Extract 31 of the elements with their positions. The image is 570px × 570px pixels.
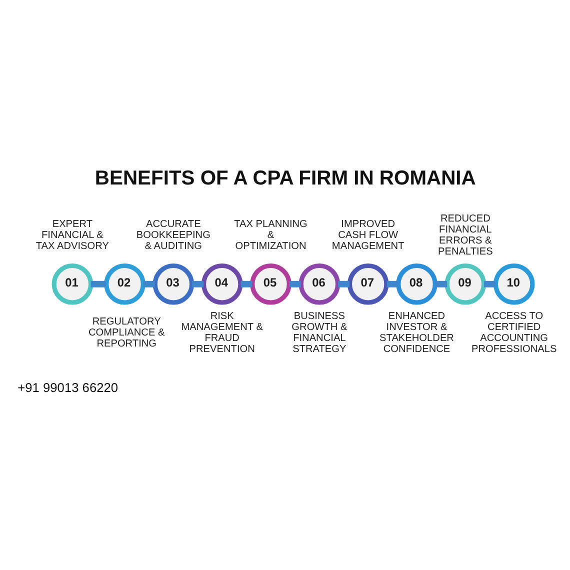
node-label: ENHANCED INVESTOR & STAKEHOLDER CONFIDENCE (380, 310, 454, 354)
connector (240, 280, 252, 287)
node-circle: 04 (201, 262, 243, 304)
node-circle: 01 (52, 262, 94, 304)
label: +91 99013 66220 (18, 380, 118, 395)
connector (90, 280, 106, 287)
node-label: ACCESS TO CERTIFIED ACCOUNTING PROFESSIONALS (471, 310, 557, 354)
node-label: REGULATORY COMPLIANCE & REPORTING (88, 316, 165, 349)
node-label: RISK MANAGEMENT & FRAUD PREVENTION (181, 310, 263, 354)
connector (289, 280, 301, 287)
connector (484, 280, 496, 287)
node-circle: 03 (152, 262, 194, 304)
node-circle: 09 (444, 262, 486, 304)
node-label: BUSINESS GROWTH & FINANCIAL STRATEGY (292, 310, 348, 354)
node-circle: 06 (298, 262, 340, 304)
node-label: TAX PLANNING & OPTIMIZATION (234, 218, 308, 252)
node-circle: 08 (396, 262, 438, 304)
connector (143, 280, 155, 287)
node-circle: 10 (493, 262, 535, 304)
diagram-title: BENEFITS OF A CPA FIRM IN ROMANIA (94, 167, 476, 190)
node-circle: 05 (250, 262, 292, 304)
node-label: ACCURATE BOOKKEEPING & AUDITING (136, 218, 210, 252)
node-label: REDUCED FINANCIAL ERRORS & PENALTIES (438, 213, 493, 258)
node-label: EXPERT FINANCIAL & TAX ADVISORY (36, 218, 109, 252)
node-circle: 02 (104, 262, 146, 304)
connector (338, 280, 350, 287)
node-circle: 07 (347, 262, 389, 304)
connector (192, 280, 204, 287)
connector (435, 280, 447, 287)
node-label: IMPROVED CASH FLOW MANAGEMENT (332, 218, 404, 252)
connector (386, 280, 398, 287)
